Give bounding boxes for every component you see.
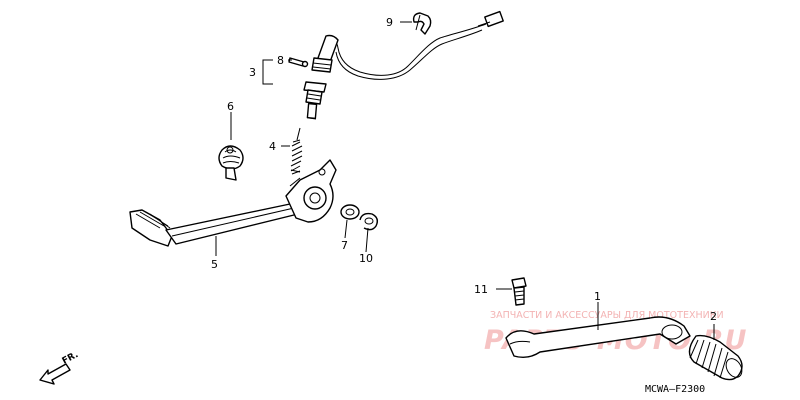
callout-4: 4: [269, 140, 276, 153]
leader-10: [365, 227, 369, 253]
diagram-code: MCWA—F2300: [645, 384, 705, 395]
part-11-bolt: [511, 277, 527, 306]
part-5-brake-pedal: [129, 159, 337, 247]
part-4-spring: [290, 127, 303, 175]
callout-2: 2: [710, 310, 717, 323]
leader-3b: [262, 72, 273, 85]
part-3-switch: [303, 10, 504, 120]
callout-10: 10: [359, 252, 373, 265]
part-10-snap-ring: [359, 212, 379, 231]
callout-6: 6: [227, 100, 234, 113]
watermark-tagline: ЗАПЧАСТИ И АКСЕССУАРЫ ДЛЯ МОТОТЕХНИКИ: [490, 310, 724, 321]
leader-7: [344, 219, 348, 239]
part-7-washer: [340, 204, 360, 220]
direction-label: FR.: [61, 350, 80, 367]
callout-3: 3: [249, 66, 256, 79]
part-8-pin: [288, 57, 309, 68]
callout-8: 8: [277, 54, 284, 67]
callout-5: 5: [211, 258, 218, 271]
part-9-clip: [412, 12, 432, 35]
part-1-gearshift-pedal: [505, 316, 691, 359]
front-direction-arrow-icon: [39, 363, 71, 385]
part-2-rubber: [688, 334, 743, 381]
callout-1: 1: [594, 290, 601, 303]
callout-7: 7: [341, 239, 348, 252]
callout-11: 11: [474, 283, 488, 296]
part-6-spring: [218, 130, 244, 181]
leader-3a: [262, 59, 273, 72]
callout-9: 9: [386, 16, 393, 29]
